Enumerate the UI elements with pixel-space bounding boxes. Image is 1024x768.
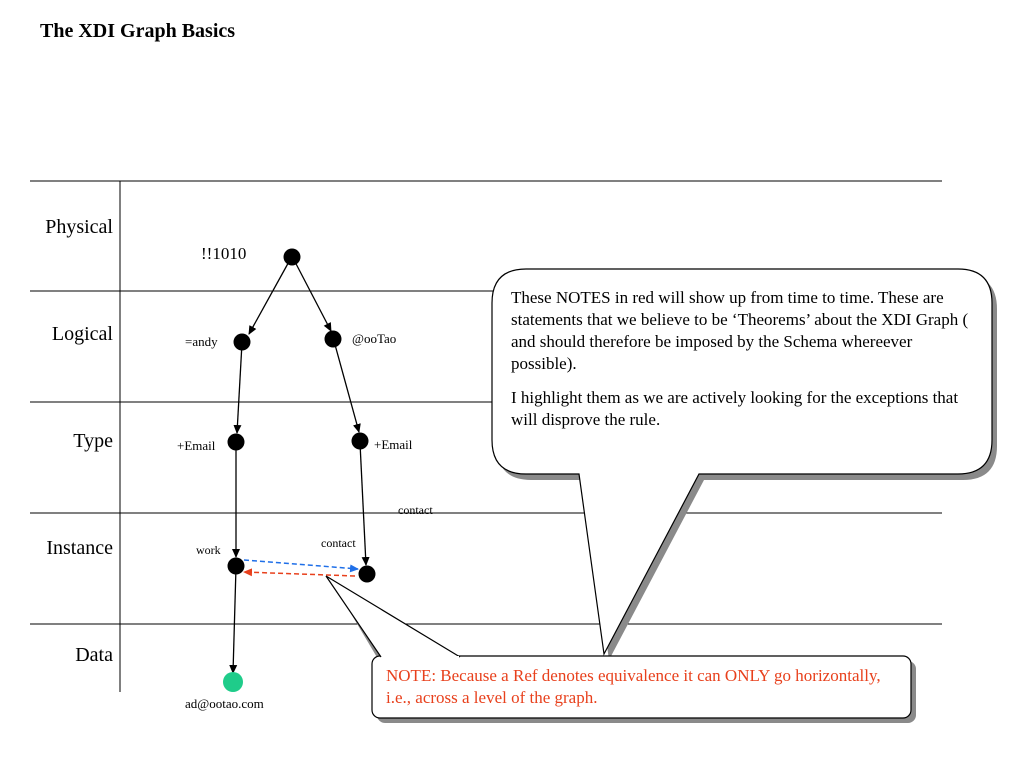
ref-arrow-back bbox=[243, 568, 356, 577]
red-note-text: NOTE: Because a Ref denotes equivalence … bbox=[386, 666, 881, 708]
node-email-right bbox=[351, 432, 369, 450]
node-email-left bbox=[227, 433, 245, 451]
node-data bbox=[223, 672, 243, 692]
label-contact-instance: contact bbox=[321, 536, 356, 550]
slide-title: The XDI Graph Basics bbox=[40, 20, 236, 42]
node-contact bbox=[358, 565, 376, 583]
red-note-callout bbox=[325, 575, 916, 723]
node-ootao bbox=[324, 330, 342, 348]
ref-arrow-forward bbox=[243, 559, 359, 573]
node-work bbox=[227, 557, 245, 575]
notes-paragraph-2: I highlight them as we are actively look… bbox=[511, 388, 959, 430]
label-root: !!1010 bbox=[201, 244, 246, 263]
row-label-type: Type bbox=[73, 430, 113, 452]
label-ootao: @ooTao bbox=[352, 331, 396, 346]
notes-callout-bubble bbox=[491, 268, 997, 660]
label-work: work bbox=[196, 543, 221, 557]
arc-andy-email bbox=[233, 342, 243, 434]
arc-email-contact bbox=[359, 442, 370, 566]
row-label-logical: Logical bbox=[52, 323, 114, 345]
label-andy: =andy bbox=[185, 334, 218, 349]
notes-callout-text: These NOTES in red will show up from tim… bbox=[511, 287, 971, 444]
notes-paragraph-1: These NOTES in red will show up from tim… bbox=[511, 288, 969, 374]
graph-nodes bbox=[223, 248, 376, 692]
arc-root-andy bbox=[248, 257, 292, 335]
node-root bbox=[283, 248, 301, 266]
row-label-physical: Physical bbox=[45, 216, 113, 238]
node-andy bbox=[233, 333, 251, 351]
label-email-left: +Email bbox=[177, 438, 216, 453]
row-label-data: Data bbox=[75, 644, 113, 666]
label-data: ad@ootao.com bbox=[185, 696, 264, 711]
label-contact-arc: contact bbox=[398, 503, 433, 517]
label-email-right: +Email bbox=[374, 437, 413, 452]
graph-arcs bbox=[229, 257, 370, 674]
arc-root-ootao bbox=[292, 257, 332, 332]
arc-ootao-email bbox=[333, 340, 361, 433]
row-label-instance: Instance bbox=[46, 537, 113, 559]
arc-work-data bbox=[229, 566, 238, 674]
